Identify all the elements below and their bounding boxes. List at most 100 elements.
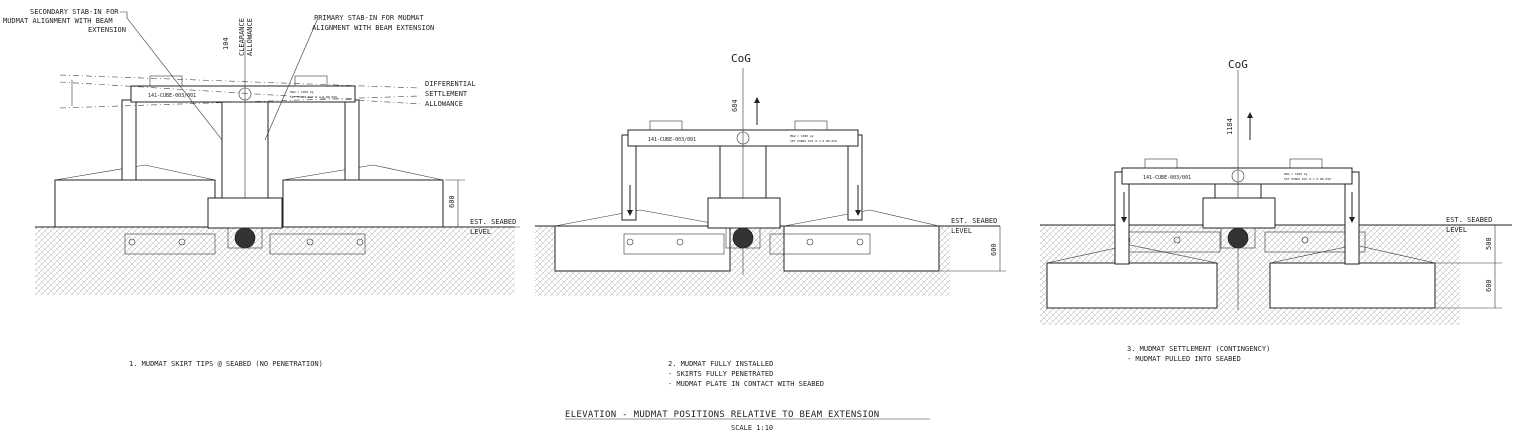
secondary-stab-1: SECONDARY STAB-IN FOR — [30, 8, 119, 16]
hub-frame — [725, 227, 761, 249]
dim-600: 600 — [448, 195, 456, 208]
view-2-caption-2: - SKIRTS FULLY PENETRATED — [668, 370, 773, 378]
dim-500: 500 — [1485, 237, 1493, 250]
plate-id: 141-CUBE-003/001 — [648, 137, 696, 143]
mudmat-right — [783, 225, 940, 272]
frame-leg-right — [847, 134, 863, 221]
plate-small-1: MGW = 1000 kg — [1284, 172, 1308, 176]
seabed-label-2: LEVEL — [470, 228, 491, 236]
bolt — [1301, 236, 1309, 244]
bolt — [178, 238, 186, 246]
cog-dim: 684 — [731, 99, 739, 112]
mudmat-left-skirt — [554, 209, 729, 227]
primary-stab-1: PRIMARY STAB-IN FOR MUDMAT — [314, 14, 424, 22]
cog-dim: 1184 — [1226, 118, 1234, 135]
lower-plate-right — [269, 233, 366, 255]
view-3-caption-1: 3. MUDMAT SETTLEMENT (CONTINGENCY) — [1127, 345, 1270, 353]
differential-2: SETTLEMENT — [425, 90, 468, 98]
view-1-caption: 1. MUDMAT SKIRT TIPS @ SEABED (NO PENETR… — [129, 360, 323, 368]
lower-plate-right — [1264, 231, 1366, 253]
bolt — [676, 238, 684, 246]
view-3-settlement-contingency: 141-CUBE-003/001 MGW = 1000 kg SPT PONDS… — [1040, 58, 1512, 363]
plate-small-2: SPT PONDS DAY 0.7.6 BD-650 — [790, 139, 837, 143]
plate-id: 141-CUBE-003/001 — [1143, 175, 1191, 181]
bolt — [626, 238, 634, 246]
frame-leg-right — [344, 99, 360, 181]
bolt — [856, 238, 864, 246]
seabed-label-1: EST. SEABED — [470, 218, 516, 226]
view-2-fully-installed: 141-CUBE-003/001 MGW = 1000 kg SPT PONDS… — [535, 52, 1006, 388]
lower-plate-right — [769, 233, 871, 255]
mudmat-right — [1269, 262, 1436, 309]
figure-title: ELEVATION - MUDMAT POSITIONS RELATIVE TO… — [565, 410, 880, 420]
differential-line — [59, 74, 421, 89]
clearance-1: CLEARANCE — [238, 18, 246, 56]
bottom-housing — [707, 197, 781, 229]
mudmat-right — [282, 179, 444, 228]
mudmat-right-skirt — [783, 209, 940, 227]
differential-line — [59, 95, 421, 109]
lifting-handle — [794, 120, 828, 131]
dim-600: 600 — [1485, 279, 1493, 292]
mudmat-left-skirt — [54, 164, 216, 181]
lower-plate-left — [124, 233, 216, 255]
bottom-housing — [207, 197, 283, 229]
cog-label: CoG — [1228, 58, 1248, 71]
lifting-handle — [649, 120, 683, 131]
bottom-housing — [1202, 197, 1276, 229]
plate-small-1: MGW = 1000 kg — [790, 134, 814, 138]
seabed-label-2: LEVEL — [1446, 226, 1467, 234]
lower-plate-left — [623, 233, 725, 255]
clearance-2: ALLOWANCE — [246, 18, 254, 56]
seabed-label-1: EST. SEABED — [951, 217, 997, 225]
stab-pin — [238, 87, 252, 101]
dim-600: 600 — [990, 243, 998, 256]
secondary-stab-3: EXTENSION — [88, 26, 126, 34]
frame-leg-left — [621, 134, 637, 221]
mudmat-left — [1046, 262, 1218, 309]
cog-label: CoG — [731, 52, 751, 65]
stab-pin — [736, 131, 750, 145]
hub — [234, 227, 256, 249]
mudmat-left-skirt — [1046, 244, 1218, 264]
hub-frame — [1220, 227, 1256, 249]
primary-stab-2: ALIGNMENT WITH BEAM EXTENSION — [312, 24, 434, 32]
clearance-dim: 104 — [222, 37, 230, 50]
differential-3: ALLOWANCE — [425, 100, 463, 108]
hub — [1227, 227, 1249, 249]
secondary-stab-2: MUDMAT ALIGNMENT WITH BEAM — [3, 17, 113, 25]
differential-line — [59, 81, 421, 105]
lifting-handle — [1289, 158, 1323, 169]
bolt — [306, 238, 314, 246]
seabed-ground — [35, 227, 515, 295]
mudmat-left — [54, 179, 216, 228]
lifting-handle — [149, 75, 183, 87]
seabed-label-1: EST. SEABED — [1446, 216, 1492, 224]
mudmat-right-skirt — [282, 164, 444, 181]
frame-leg-left — [121, 99, 137, 181]
view-1-skirt-tips-at-seabed: 141-CUBE-003/001 MGW = 1000 kg SPT PONDS… — [3, 8, 520, 368]
stab-pin — [1231, 169, 1245, 183]
lifting-handle — [294, 75, 328, 87]
secondary-leader — [120, 11, 223, 141]
view-3-caption-2: - MUDMAT PULLED INTO SEABED — [1127, 355, 1241, 363]
plate-id: 141-CUBE-003/001 — [148, 93, 196, 99]
primary-leader — [264, 17, 319, 141]
plate-small-2: SPT PONDS DAY 0.7.6 BD-650 — [1284, 177, 1331, 181]
hub — [732, 227, 754, 249]
bolt — [806, 238, 814, 246]
frame-leg-left — [1114, 171, 1130, 265]
figure-scale: SCALE 1:10 — [731, 424, 773, 432]
lifting-handle — [1144, 158, 1178, 169]
plate-small-1: MGW = 1000 kg — [290, 90, 314, 94]
hub-frame — [227, 227, 263, 249]
bolt — [1173, 236, 1181, 244]
mudmat-left — [554, 225, 731, 272]
bolt — [356, 238, 364, 246]
view-2-caption-1: 2. MUDMAT FULLY INSTALLED — [668, 360, 773, 368]
view-2-caption-3: - MUDMAT PLATE IN CONTACT WITH SEABED — [668, 380, 824, 388]
bolt — [128, 238, 136, 246]
differential-1: DIFFERENTIAL — [425, 80, 476, 88]
plate-small-2: SPT PONDS DAY 0.7.6 BD-650 — [290, 95, 337, 99]
